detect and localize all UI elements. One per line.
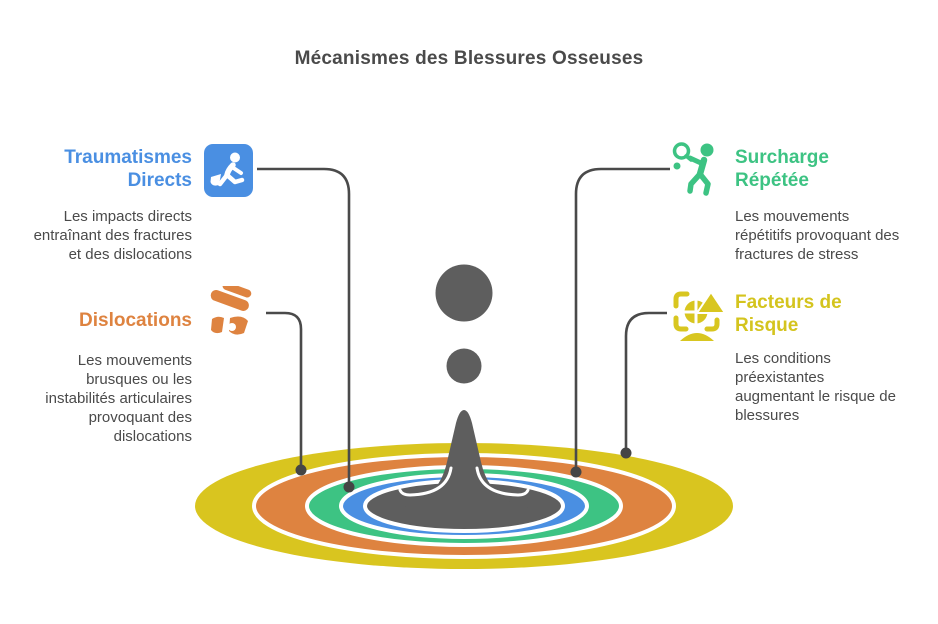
page-title: Mécanismes des Blessures Osseuses — [294, 48, 644, 69]
falling-person-icon — [204, 144, 253, 202]
tennis-player-icon — [669, 141, 725, 202]
ripple-center-pool — [363, 479, 565, 533]
bandaged-limb-icon — [202, 281, 260, 347]
falling-drop-small — [446, 348, 482, 384]
risk-scan-icon — [672, 289, 727, 348]
connector-dot-surcharge — [570, 466, 582, 478]
section-description-surcharge: Les mouvements répétitifs provoquant des… — [735, 208, 900, 263]
droplet-spike — [398, 410, 530, 516]
splash-curl-right — [475, 466, 530, 497]
section-description-facteurs: Les conditions préexistantes augmentant … — [735, 350, 896, 424]
connector-dot-traumatismes — [343, 481, 355, 493]
connector-dot-facteurs — [620, 447, 632, 459]
connector-dislocations — [266, 311, 303, 470]
falling-drop-large — [435, 264, 493, 322]
ripple-ring-fourth — [339, 473, 589, 539]
ripple-ring-third — [305, 465, 623, 547]
connector-dot-dislocations — [295, 464, 307, 476]
section-title-dislocations: Dislocations — [79, 310, 192, 331]
section-description-traumatismes: Les impacts directs entraînant des fract… — [33, 208, 192, 263]
connector-facteurs — [624, 311, 667, 453]
section-title-facteurs: Facteurs de Risque — [735, 292, 842, 336]
section-title-traumatismes: Traumatismes Directs — [64, 147, 192, 191]
connector-traumatismes — [257, 167, 351, 487]
ripple-ring-second — [252, 453, 676, 559]
section-title-surcharge: Surcharge Répétée — [735, 147, 829, 191]
splash-curl-left — [398, 466, 453, 497]
section-description-dislocations: Les mouvements brusques ou les instabili… — [45, 352, 192, 445]
ripple-ring-outer — [195, 443, 733, 569]
connector-surcharge — [574, 167, 670, 472]
